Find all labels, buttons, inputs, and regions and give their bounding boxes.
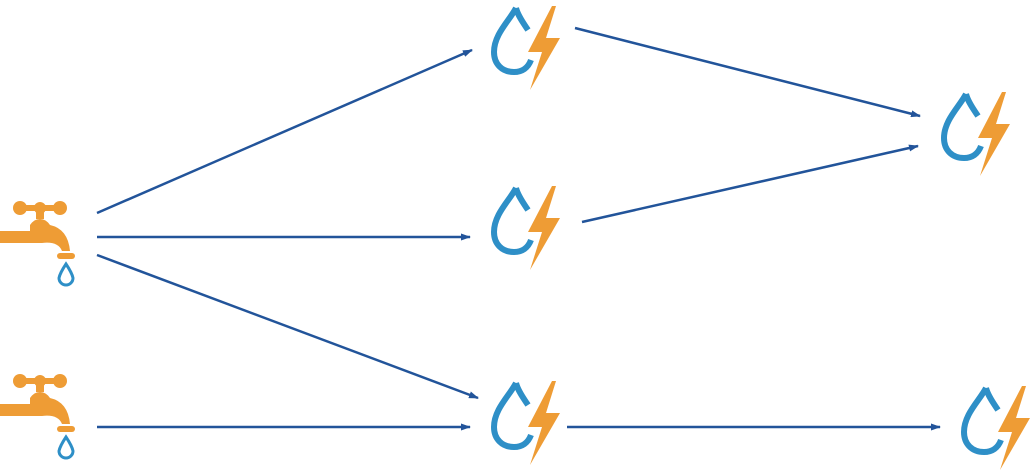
faucet-icon [0, 372, 76, 460]
edge-arrow-source-1-to-hydro-1 [96, 48, 473, 215]
hydropower-icon [944, 92, 1010, 176]
hydropower-icon [964, 386, 1030, 470]
hydropower-icon [494, 6, 560, 90]
hydropower-icon [494, 186, 560, 270]
faucet-icon [0, 199, 76, 287]
edge-arrow-hydro-2-to-hydro-4 [581, 144, 919, 224]
hydropower-icon [494, 381, 560, 465]
edge-arrow-hydro-1-to-hydro-4 [574, 26, 921, 118]
edge-arrow-source-1-to-hydro-3 [96, 253, 479, 400]
edges-layer [96, 26, 941, 431]
